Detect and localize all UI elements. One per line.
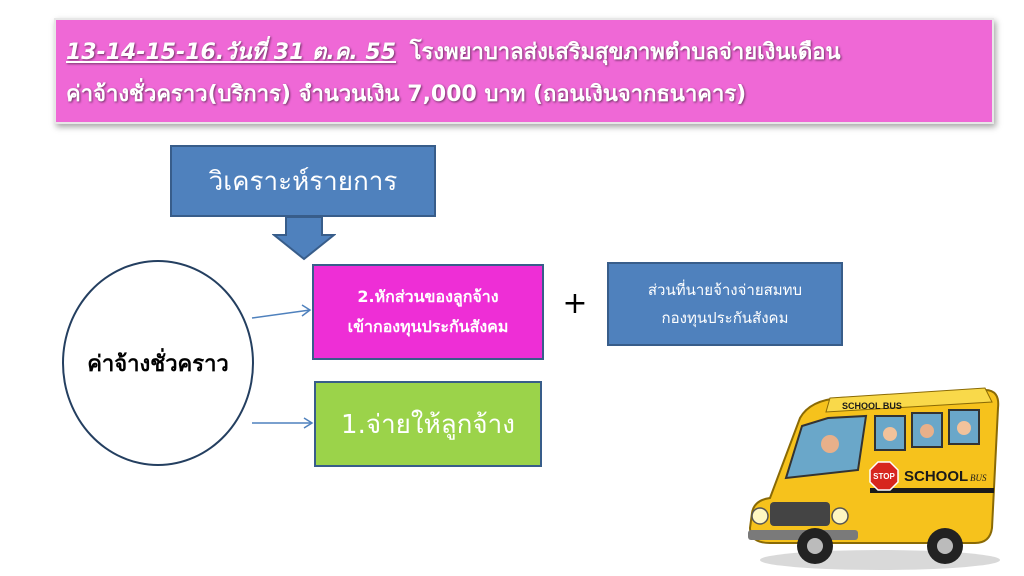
bus-wheel-rear-hub (937, 538, 953, 554)
connector-to-pay-arrowhead (303, 417, 314, 429)
bus-window-3 (948, 409, 980, 445)
bus-grille (770, 502, 830, 526)
employer-contribution-box: ส่วนที่นายจ้างจ่ายสมทบ กองทุนประกันสังคม (607, 262, 843, 346)
pay-employee-box: 1.จ่ายให้ลูกจ้าง (314, 381, 542, 467)
deduct-box: 2.หักส่วนของลูกจ้าง เข้ากองทุนประกันสังค… (312, 264, 544, 360)
bus-side-text-2: BUS (970, 473, 987, 483)
bus-headlight (751, 507, 769, 525)
bus-shadow (760, 550, 1000, 570)
employer-line-1: ส่วนที่นายจ้างจ่ายสมทบ (647, 281, 803, 299)
passenger-head (957, 421, 971, 435)
passenger-head (920, 424, 934, 438)
bus-stripe (870, 488, 994, 493)
title-date: 13-14-15-16.วันที่ 31 ต.ค. 55 (66, 40, 397, 65)
title-banner: 13-14-15-16.วันที่ 31 ต.ค. 55 โรงพยาบาลส… (54, 18, 994, 124)
bus-headlight (831, 507, 849, 525)
title-line-2: ค่าจ้างชั่วคราว(บริการ) จำนวนเงิน 7,000 … (66, 82, 747, 107)
bus-roof-text: SCHOOL BUS (842, 401, 902, 411)
bus-side-text: SCHOOL (904, 468, 968, 485)
deduct-line-2: เข้ากองทุนประกันสังคม (347, 317, 509, 336)
down-arrow-icon (272, 217, 336, 261)
bus-roof (825, 387, 993, 413)
driver-head (821, 435, 839, 453)
plus-sign: + (562, 286, 588, 321)
connector-to-deduct (251, 309, 311, 319)
connector-to-deduct-arrowhead (301, 304, 312, 317)
center-circle: ค่าจ้างชั่วคราว (62, 260, 254, 466)
title-line-1: 13-14-15-16.วันที่ 31 ต.ค. 55 โรงพยาบาลส… (66, 32, 982, 74)
stop-sign-text: STOP (873, 472, 895, 481)
passenger-head (883, 427, 897, 441)
stop-sign (869, 461, 899, 491)
bus-wheel-front-hub (807, 538, 823, 554)
analyze-box: วิเคราะห์รายการ (170, 145, 436, 217)
deduct-line-1: 2.หักส่วนของลูกจ้าง (357, 287, 499, 306)
title-line-1-text: โรงพยาบาลส่งเสริมสุขภาพตำบลจ่ายเงินเดือน (409, 40, 841, 65)
employer-line-2: กองทุนประกันสังคม (661, 309, 789, 327)
school-bus-icon: SCHOOL BUS STOP SCHOOL BUS (748, 387, 1000, 570)
